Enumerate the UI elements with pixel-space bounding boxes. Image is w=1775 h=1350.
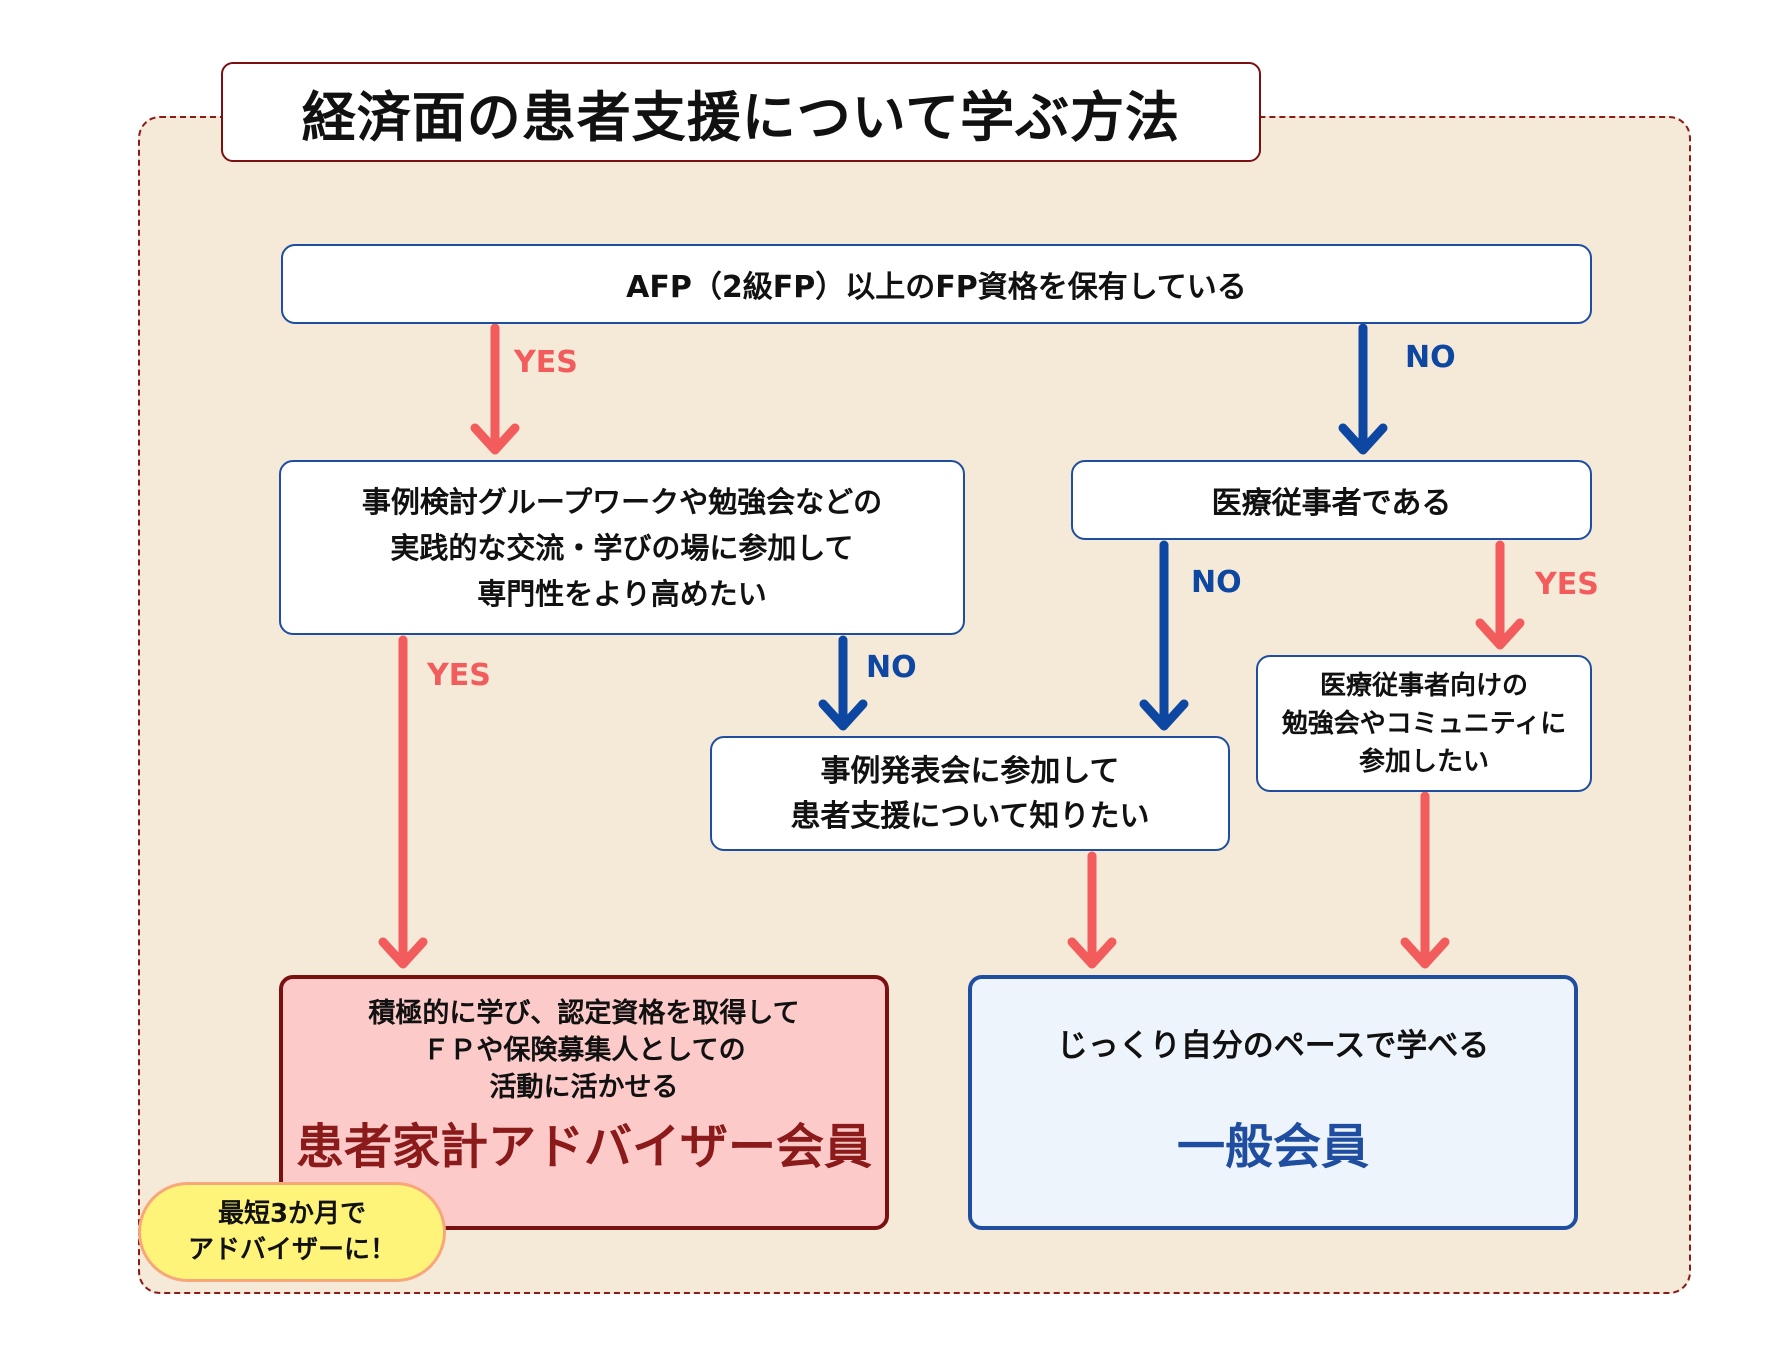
result-general-member: じっくり自分のペースで学べる 一般会員 [968,975,1578,1230]
question-practical-learning: 事例検討グループワークや勉強会などの 実践的な交流・学びの場に参加して 専門性を… [279,460,965,635]
arrowhead-q1-no [1338,423,1388,455]
edge-label-yes: YES [1535,567,1599,602]
result-description: 積極的に学び、認定資格を取得して [368,998,800,1029]
question-text: 専門性をより高めたい [477,576,767,611]
question-text: 事例発表会に参加して [820,753,1120,789]
arrowhead-q1-yes [470,423,520,455]
result-description: 活動に活かせる [489,1072,679,1103]
arrowhead-q3-yes [1475,618,1525,650]
result-description: じっくり自分のペースで学べる [1056,1028,1490,1064]
title-box: 経済面の患者支援について学ぶ方法 [221,62,1261,162]
question-text: AFP（2級FP）以上のFP資格を保有している [626,270,1247,305]
question-text: 事例検討グループワークや勉強会などの [361,484,883,519]
question-medical-professional: 医療従事者である [1071,460,1592,540]
arrowhead-q2-no [818,699,868,731]
result-title: 一般会員 [1176,1119,1369,1175]
question-text: 参加したい [1358,746,1489,777]
edge-label-no: NO [1191,565,1242,600]
question-fp-qualification: AFP（2級FP）以上のFP資格を保有している [281,244,1592,324]
badge-text: 最短3か月で [217,1199,367,1229]
question-text: 医療従事者である [1211,486,1452,521]
arrowhead-q4-general [1067,937,1117,969]
result-title: 患者家計アドバイザー会員 [295,1119,872,1175]
arrowhead-q3-no [1139,699,1189,731]
badge-text: アドバイザーに！ [187,1235,396,1265]
arrowhead-q5-general [1400,937,1450,969]
question-text: 医療従事者向けの [1319,670,1528,701]
edge-label-yes: YES [427,658,491,693]
edge-label-yes: YES [514,345,578,380]
result-description: ＦＰや保険募集人としての [422,1035,746,1066]
question-medical-community: 医療従事者向けの 勉強会やコミュニティに 参加したい [1256,655,1592,792]
question-text: 患者支援について知りたい [790,798,1150,834]
page-title: 経済面の患者支援について学ぶ方法 [301,85,1181,149]
edge-label-no: NO [866,650,917,685]
arrowhead-q2-yes [378,937,428,969]
edge-label-no: NO [1405,340,1456,375]
promo-badge: 最短3か月で アドバイザーに！ [138,1182,446,1282]
question-case-presentation: 事例発表会に参加して 患者支援について知りたい [710,736,1230,851]
question-text: 実践的な交流・学びの場に参加して [390,530,854,565]
question-text: 勉強会やコミュニティに [1281,708,1567,739]
